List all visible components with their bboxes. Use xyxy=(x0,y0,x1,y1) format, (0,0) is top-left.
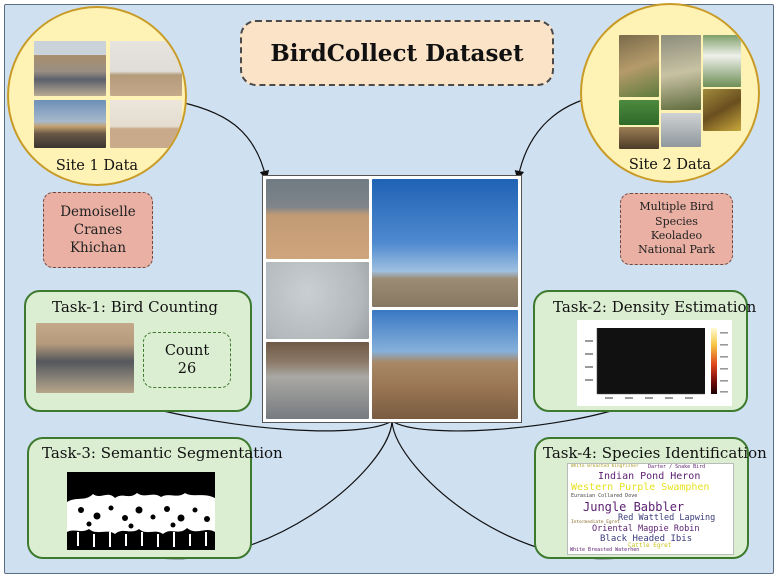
wordcloud-word: White Breasted Waterhen xyxy=(570,547,640,553)
wordcloud-word: Oriental Magpie Robin xyxy=(592,524,700,534)
site2-photo-bird6 xyxy=(661,113,701,147)
site1-location-note: Demoiselle Cranes Khichan xyxy=(43,192,153,268)
count-box: Count 26 xyxy=(143,332,231,388)
site1-photo-wall xyxy=(34,100,106,148)
wordcloud-word: Eurasian Collared Dove xyxy=(571,493,638,499)
task1-box: Task-1: Bird Counting Count 26 xyxy=(24,290,252,412)
center-photo-village-road xyxy=(372,310,518,419)
density-map xyxy=(577,320,732,406)
center-photo-village-sky xyxy=(372,179,518,307)
center-photo-cranes-flying xyxy=(266,262,369,339)
wordcloud-word: Red Wattled Lapwing xyxy=(618,513,716,523)
density-ticks xyxy=(585,340,693,399)
site1-label: Site 1 Data xyxy=(55,158,139,174)
wordcloud-word: Indian Pond Heron xyxy=(598,471,701,482)
site1-photo-plain xyxy=(110,100,182,148)
site1-circle: Site 1 Data xyxy=(7,6,187,186)
site1-location-text: Demoiselle Cranes Khichan xyxy=(60,203,136,257)
site2-photo-bird3 xyxy=(619,100,659,125)
wordcloud-word: Intermediate Egret xyxy=(571,520,620,525)
site2-photo-bird5 xyxy=(619,127,659,149)
task2-box: Task-2: Density Estimation xyxy=(533,290,756,412)
wordcloud-word: Western Purple Swamphen xyxy=(571,482,710,493)
site2-circle: Site 2 Data xyxy=(580,3,760,183)
task1-photo-cranes xyxy=(36,323,134,393)
density-colorbar xyxy=(711,328,717,394)
wordcloud-word: Jungle Babbler xyxy=(583,500,685,514)
center-photo-cranes-crowd xyxy=(266,342,369,419)
connector-center-to-task2 xyxy=(391,404,631,432)
connector-center-to-task1 xyxy=(139,404,393,432)
wordcloud-word: Cattle Egret xyxy=(628,542,672,549)
segmentation-mask xyxy=(67,472,215,550)
task2-title: Task-2: Density Estimation xyxy=(553,298,757,316)
site2-photo-bird4 xyxy=(703,89,741,131)
site2-photo-bird2 xyxy=(661,35,701,110)
species-wordcloud: White Breasted Kingfisher Darter / Snake… xyxy=(567,463,734,555)
dataset-title: BirdCollect Dataset xyxy=(240,20,554,86)
center-photo-cranes-ground xyxy=(266,179,369,259)
task4-title: Task-4: Species Identification xyxy=(543,444,767,462)
site2-location-note: Multiple Bird Species Keoladeo National … xyxy=(620,193,733,265)
site2-photo-bird1 xyxy=(619,35,659,97)
count-label: Count xyxy=(164,342,210,359)
connector-site1-to-center xyxy=(169,99,270,181)
center-image-panel xyxy=(262,175,522,423)
count-value: 26 xyxy=(177,361,197,377)
site2-label: Site 2 Data xyxy=(628,157,712,173)
wordcloud-word: Darter / Snake Bird xyxy=(648,464,706,470)
site2-location-text: Multiple Bird Species Keoladeo National … xyxy=(638,200,715,257)
site1-photo-field xyxy=(110,41,182,96)
site1-photo-flock xyxy=(34,41,106,96)
task3-box: Task-3: Semantic Segmentation xyxy=(27,437,283,559)
density-heatmap xyxy=(597,328,705,394)
task1-title: Task-1: Bird Counting xyxy=(52,298,219,316)
site2-photo-egret xyxy=(703,35,741,87)
wordcloud-word: Black Headed Ibis xyxy=(600,534,693,544)
task3-title: Task-3: Semantic Segmentation xyxy=(42,444,283,462)
wordcloud-word: White Breasted Kingfisher xyxy=(571,464,639,469)
